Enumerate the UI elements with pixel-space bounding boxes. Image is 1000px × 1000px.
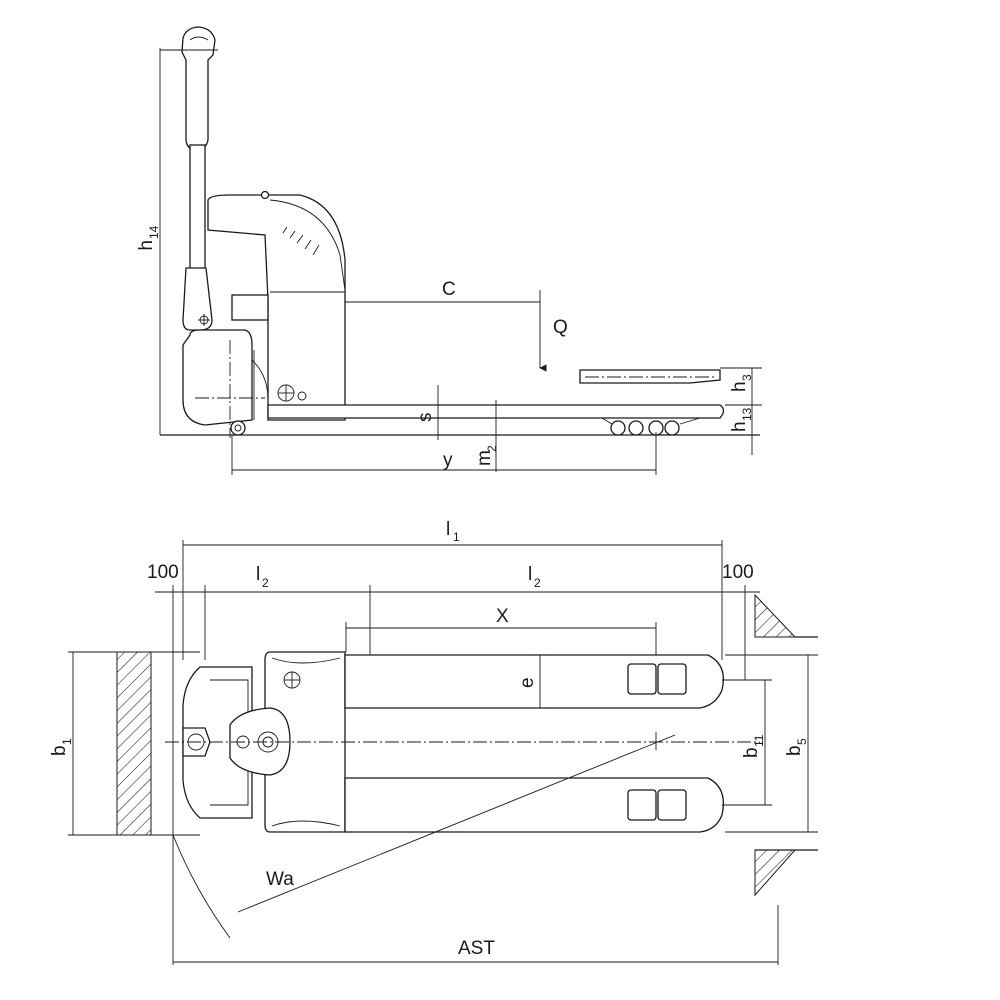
m2-label: m 2: [474, 445, 499, 466]
svg-text:l: l: [446, 519, 450, 540]
s-label: s: [415, 413, 436, 423]
b11-label: b 11: [741, 734, 766, 758]
Q-label: Q: [553, 317, 568, 338]
dim-100-right-label: 100: [722, 562, 754, 583]
h13-label: h 13: [729, 407, 754, 432]
Wa-radius-line: [237, 734, 676, 913]
svg-text:b: b: [741, 747, 762, 758]
svg-text:l: l: [256, 564, 260, 585]
e-label: e: [517, 677, 538, 688]
C-label: C: [442, 279, 456, 300]
svg-text:2: 2: [485, 445, 499, 452]
dim-100-left-label: 100: [147, 562, 179, 583]
side-view: h 14 C Q h 3 h 13 s y m 2: [136, 26, 762, 475]
svg-text:5: 5: [795, 738, 809, 745]
forks-top: [344, 654, 725, 833]
svg-text:13: 13: [740, 407, 754, 421]
wall-bottom-hatch: [754, 849, 797, 897]
svg-text:2: 2: [262, 576, 269, 590]
drive-unit-body: [182, 190, 346, 438]
svg-text:1: 1: [60, 738, 74, 745]
l2-left-label: l 2: [256, 564, 269, 590]
b5-label: b 5: [784, 738, 809, 756]
svg-text:3: 3: [740, 374, 754, 381]
svg-text:s: s: [415, 413, 436, 423]
h14-label: h 14: [136, 225, 161, 250]
b1-label: b 1: [49, 738, 74, 756]
h3-label: h 3: [729, 374, 754, 392]
svg-text:2: 2: [534, 576, 541, 590]
tiller-handle: [160, 26, 218, 331]
l2-right-label: l 2: [528, 564, 541, 590]
svg-text:m: m: [474, 450, 495, 466]
svg-text:e: e: [517, 677, 538, 688]
Wa-label: Wa: [266, 869, 294, 890]
wall-left-hatch: [116, 651, 152, 836]
wall-top-hatch: [754, 593, 797, 638]
top-view: l 1 100 100 l 2 l 2 X: [49, 519, 818, 965]
l1-label: l 1: [446, 519, 460, 544]
AST-label: AST: [458, 938, 495, 959]
turning-arc: [172, 834, 231, 939]
svg-text:h: h: [729, 381, 750, 392]
svg-text:h: h: [136, 240, 157, 251]
svg-text:l: l: [528, 564, 532, 585]
svg-text:b: b: [784, 745, 805, 756]
svg-text:14: 14: [147, 225, 161, 239]
y-label: y: [443, 450, 453, 471]
svg-text:h: h: [729, 421, 750, 432]
svg-text:11: 11: [752, 734, 766, 747]
svg-text:1: 1: [453, 530, 460, 544]
X-label: X: [496, 606, 509, 627]
svg-text:b: b: [49, 745, 70, 756]
